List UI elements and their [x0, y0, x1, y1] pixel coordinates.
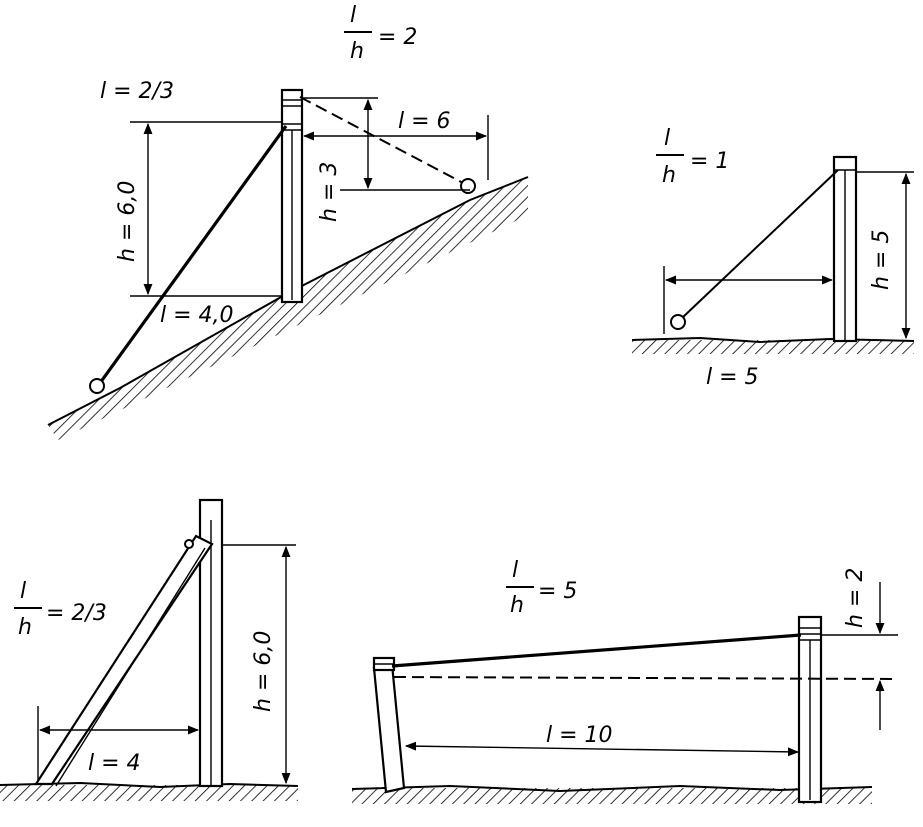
flat-ratio-num: l	[664, 126, 670, 151]
flat-l-label: l = 5	[706, 365, 759, 390]
slope-guy-wire	[98, 125, 288, 384]
slope-upper-anchor	[460, 178, 476, 194]
strut-l-label: l = 4	[88, 751, 141, 776]
slope-ratio-value: = 2	[378, 25, 417, 50]
slope-h-main-label: h = 6,0	[115, 181, 140, 262]
strut-h-label: h = 6,0	[251, 631, 276, 712]
strut-ground	[0, 781, 299, 801]
span-h-label: h = 2	[843, 568, 868, 628]
strut-ratio-num: l	[20, 579, 26, 604]
span-right-pole	[797, 615, 823, 804]
slope-pole	[280, 88, 304, 304]
slope-ratio-num: l	[350, 3, 356, 28]
span-ratio-value: = 5	[538, 579, 577, 604]
span-ratio-num: l	[512, 558, 518, 583]
flat-anchor	[670, 314, 686, 330]
span-left-pole	[372, 656, 406, 794]
flat-h-label: h = 5	[869, 230, 894, 290]
flat-ratio-den: h	[662, 163, 676, 188]
strut-diagram: l h = 2/3 h = 6,0 l = 4	[0, 498, 299, 801]
flat-ground	[631, 336, 915, 354]
flat-diagram: l h = 1 h = 5 l = 5	[631, 126, 915, 390]
span-dashed-line	[393, 676, 899, 680]
slope-l-main-label: l = 4,0	[160, 303, 234, 328]
strut-ratio-value: = 2/3	[46, 601, 107, 626]
flat-guy-wire	[681, 169, 839, 319]
slope-ratio-left: l = 2/3	[100, 79, 174, 104]
slope-l-small-label: l = 6	[398, 109, 451, 134]
strut-ratio-den: h	[18, 615, 32, 640]
slope-anchor	[89, 378, 105, 394]
strut-brace	[33, 534, 214, 787]
span-l-label: l = 10	[546, 723, 613, 748]
slope-diagram: l h = 2 l = 2/3 h = 6,0 h = 3 l = 6 l = …	[47, 3, 529, 440]
span-guy-wire	[391, 633, 802, 668]
flat-ratio-value: = 1	[690, 149, 729, 174]
slope-dashed-guy	[299, 96, 466, 185]
strut-pole	[198, 498, 224, 788]
slope-ratio-den: h	[350, 39, 364, 64]
span-l-dim	[404, 741, 800, 757]
slope-h-small-label: h = 3	[317, 162, 342, 222]
span-ratio-den: h	[510, 593, 524, 618]
span-ground	[351, 784, 873, 804]
flat-pole	[832, 155, 858, 343]
span-diagram: l h = 5 h = 2 l = 10	[351, 558, 899, 804]
